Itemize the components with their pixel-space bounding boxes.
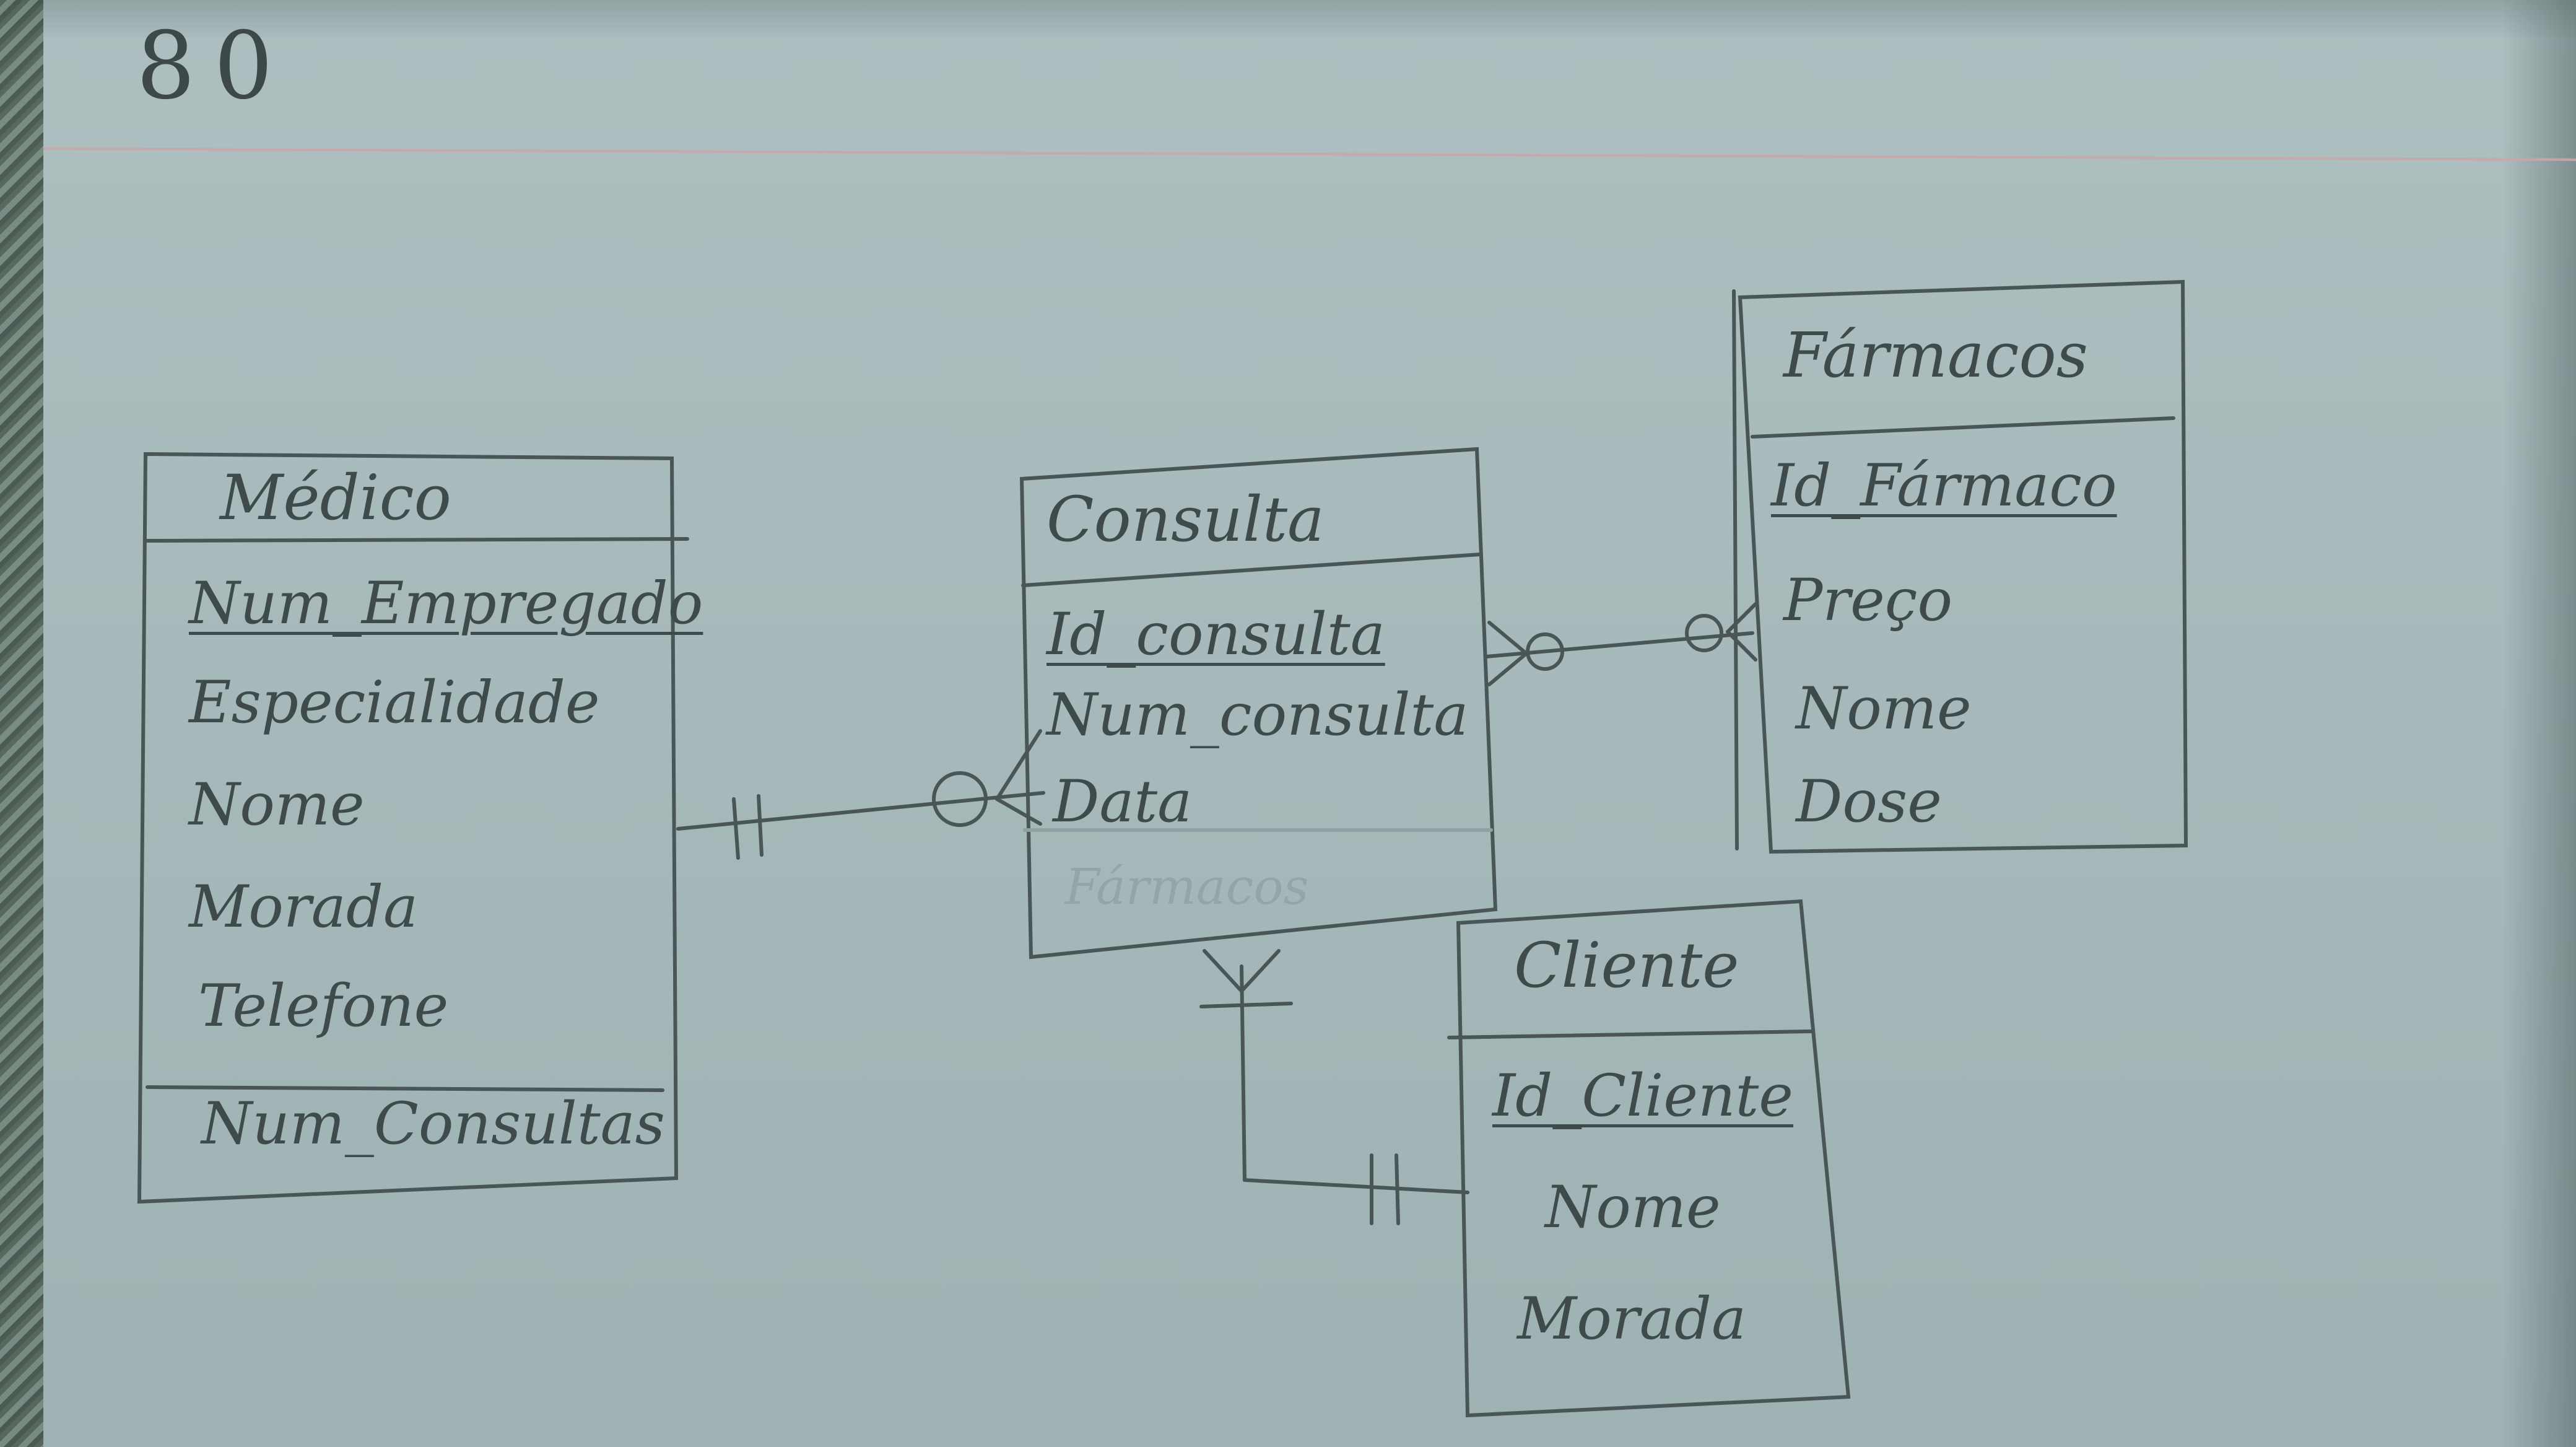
entity-title-medico: Médico — [220, 461, 451, 534]
relationship-consulta-farmacos — [1484, 602, 1757, 686]
attribute-id-consulta: Id_consulta — [1046, 601, 1385, 668]
attribute-dose: Dose — [1796, 768, 1942, 836]
notebook-spine-shadow — [2502, 0, 2576, 1447]
attribute-especialidade: Especialidade — [189, 669, 600, 737]
attribute-num-consultas: Num_Consultas — [201, 1090, 665, 1158]
entity-title-consulta: Consulta — [1046, 483, 1325, 556]
attribute-morada: Morada — [189, 873, 419, 941]
attribute-farmacos-erased: Fármacos — [1065, 858, 1309, 916]
attribute-id-cliente: Id_Cliente — [1492, 1062, 1793, 1130]
relationship-medico-consulta — [676, 729, 1045, 860]
attribute-preco: Preço — [1783, 567, 1953, 634]
fabric-background — [0, 0, 43, 1447]
attribute-num-consulta: Num_consulta — [1046, 681, 1469, 749]
entity-title-cliente: Cliente — [1514, 929, 1739, 1002]
attribute-data: Data — [1053, 768, 1193, 836]
relationship-consulta-cliente — [1199, 949, 1469, 1225]
attribute-nome: Nome — [1545, 1174, 1721, 1241]
entity-box-consulta — [1019, 447, 1498, 960]
entity-box-cliente — [1447, 899, 1851, 1418]
entity-box-farmacos — [1732, 279, 2188, 854]
entity-title-farmacos: Fármacos — [1783, 319, 2088, 391]
attribute-nome: Nome — [1796, 675, 1972, 743]
page-top-shadow — [0, 0, 2576, 37]
entity-box-medico — [137, 452, 689, 1204]
attribute-id-farmaco: Id_Fármaco — [1771, 452, 2117, 520]
attribute-morada: Morada — [1517, 1285, 1747, 1353]
attribute-num-empregado: Num_Empregado — [189, 570, 703, 637]
attribute-nome: Nome — [189, 771, 365, 839]
attribute-telefone: Telefone — [198, 973, 449, 1040]
page-number: 80 — [136, 12, 292, 120]
